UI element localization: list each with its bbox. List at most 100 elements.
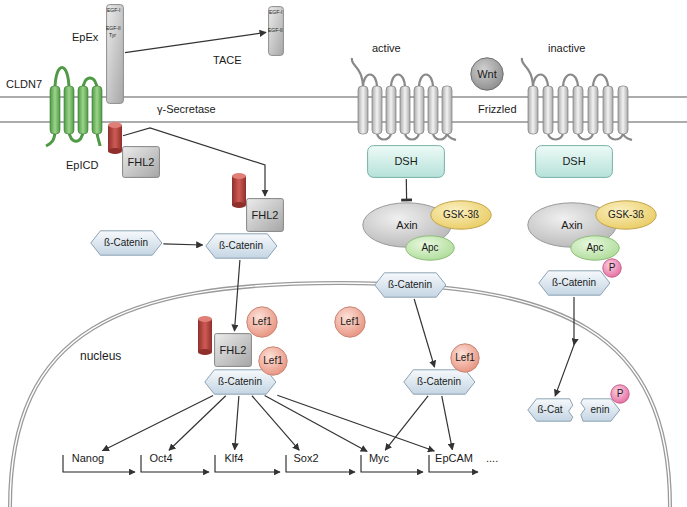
- arrow-connector: [125, 32, 266, 52]
- frizzled-receptors: [352, 58, 632, 140]
- node-text: FHL2: [220, 344, 247, 357]
- receptor-helix: [618, 86, 628, 134]
- node-text: Lef1: [455, 352, 474, 364]
- cylinder-cap: [198, 349, 212, 355]
- text-label: ....: [486, 452, 498, 465]
- gene-name: Myc: [366, 450, 392, 467]
- circle-protein: Wnt: [470, 57, 504, 91]
- circle-protein: Lef1: [258, 346, 288, 376]
- shape-outline: [611, 385, 629, 403]
- nuclear-envelope: [10, 283, 670, 507]
- receptor-helix: [386, 86, 396, 134]
- node-text: DSH: [562, 155, 585, 168]
- arrow-connector: [235, 396, 239, 450]
- shape-outline: [374, 273, 445, 297]
- text-label: nucleus: [80, 350, 121, 364]
- node-outline: [108, 122, 122, 154]
- node-text: ß-Catenin: [552, 277, 596, 289]
- edge-label: γ-Secretase: [156, 103, 217, 116]
- cylinder-domain: EpICD: [108, 122, 122, 154]
- ellipse-protein: GSK-3ß: [595, 200, 657, 230]
- receptor-helix: [400, 86, 410, 134]
- receptor-helix: [543, 86, 553, 134]
- receptor-helix: [442, 86, 452, 134]
- circle-protein: Lef1: [450, 343, 480, 373]
- hexagon-protein: ß-Catenin: [403, 369, 476, 395]
- node-text: EGF-I: [107, 8, 120, 13]
- node-text: EGF-II: [106, 26, 121, 31]
- shape-outline: [335, 307, 365, 337]
- node-text: Axin: [561, 219, 582, 232]
- shape-outline: [451, 344, 479, 372]
- node-text: GSK-3ß: [443, 209, 479, 221]
- shape-outline: [204, 370, 275, 394]
- node-text: GSK-3ß: [608, 209, 644, 221]
- receptor-helix: [358, 86, 368, 134]
- receptor-active: [352, 58, 456, 140]
- arrow-connector: [385, 396, 428, 450]
- ellipse-protein: GSK-3ß: [430, 200, 492, 230]
- node-text: Tyr: [109, 33, 116, 38]
- node-text: Apc: [421, 242, 438, 254]
- shape-outline: [403, 370, 474, 394]
- protein-fragment: ß-Cat: [527, 398, 574, 422]
- inhibition-connector: [406, 179, 408, 200]
- arrow-connector: [163, 244, 202, 245]
- node-text: ß-Catenin: [388, 279, 432, 291]
- epicd-cylinder: [198, 316, 212, 355]
- box-protein: FHL2: [246, 198, 284, 232]
- node-text: Lef1: [340, 316, 359, 328]
- gene-name: EpCAM: [433, 450, 475, 467]
- cldn7-helix: [92, 86, 102, 134]
- node-text: P: [617, 388, 624, 400]
- circle-protein: P: [610, 384, 630, 404]
- text-label: inactive: [548, 42, 585, 55]
- cylinder-cap: [232, 202, 246, 208]
- arrow-connector: [123, 128, 265, 196]
- hexagon-protein: ß-Catenin: [90, 230, 163, 256]
- cylinder-cap: [108, 148, 122, 154]
- cylinder-cap: [108, 122, 122, 128]
- shape-outline: [205, 234, 276, 258]
- node-text: ß-Catenin: [219, 240, 263, 252]
- text-label: active: [372, 42, 401, 55]
- node-text: Lef1: [252, 316, 271, 328]
- membrane-protein-bar: EGF-IEGF-II: [268, 6, 284, 56]
- promoter-arrows: [63, 455, 478, 472]
- cylinder-body: [108, 125, 122, 151]
- arrow-connector: [234, 260, 239, 331]
- shape-outline: [596, 201, 656, 229]
- shape-outline: [123, 147, 160, 178]
- shape-outline: [536, 146, 613, 178]
- shape-outline: [406, 236, 454, 260]
- text-label: Frizzled: [478, 103, 517, 116]
- receptor-helix: [558, 86, 568, 134]
- node-text: Lef1: [263, 355, 282, 367]
- box-protein: FHL2: [214, 333, 252, 367]
- receptor-helix: [372, 86, 382, 134]
- shape-outline: [368, 146, 445, 178]
- rounded-protein-box: DSH: [535, 145, 613, 178]
- nuclear-envelope: [10, 283, 670, 507]
- shape-outline: [471, 58, 503, 90]
- receptor-inactive: [522, 58, 632, 140]
- shape-outline: [527, 399, 572, 421]
- node-text: ß-Catenin: [417, 376, 461, 388]
- shape-outline: [90, 231, 161, 255]
- circle-protein: P: [602, 258, 622, 278]
- gene-name: Nanog: [68, 450, 108, 467]
- receptor-helix: [603, 86, 613, 134]
- membrane-protein-bar: EpExEGF-IEGF-IITyr: [106, 4, 124, 104]
- shape-outline: [107, 5, 124, 104]
- node-text: Sox2: [293, 452, 318, 465]
- cldn7-helix: [50, 86, 60, 134]
- receptor-helix: [414, 86, 424, 134]
- hexagon-protein: ß-Catenin: [538, 270, 611, 296]
- node-text: EGF-I: [269, 10, 282, 15]
- node-text: EpEx: [72, 32, 98, 43]
- node-text: ß-Cat: [537, 404, 562, 416]
- arrow-connector: [169, 396, 226, 451]
- gene-name: Oct4: [146, 450, 176, 467]
- shape-outline: [259, 347, 287, 375]
